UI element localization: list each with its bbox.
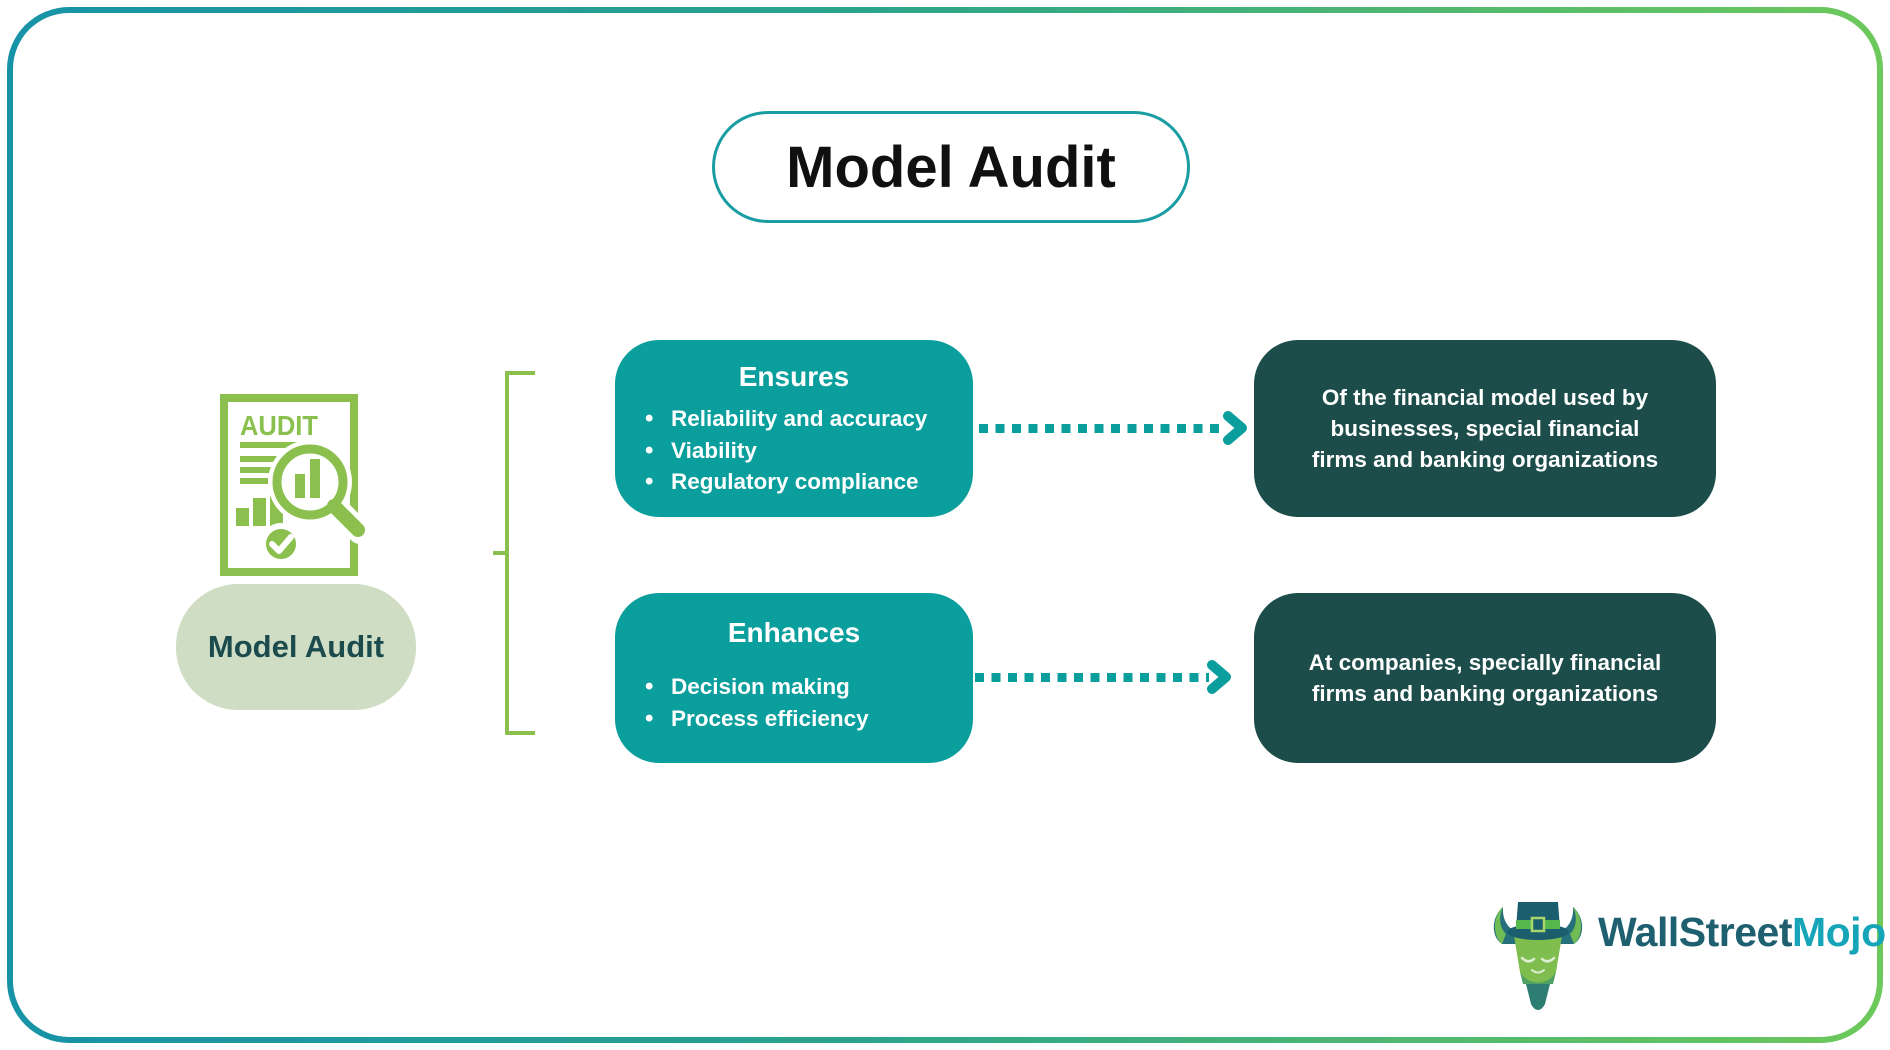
result-text: At companies, specially financial firms …: [1308, 650, 1662, 706]
ensures-box: Ensures Reliability and accuracy Viabili…: [615, 340, 973, 517]
list-item: Process efficiency: [645, 703, 973, 735]
logo-part-wallstreet: WallStreet: [1598, 908, 1792, 955]
page-title: Model Audit: [712, 111, 1190, 223]
bracket: [493, 371, 535, 735]
subject-pill: Model Audit: [176, 584, 416, 710]
dotted-arrow: [975, 660, 1233, 694]
logo-wordmark: WallStreetMojo: [1598, 909, 1886, 956]
wallstreetmojo-logo: WallStreetMojo: [1490, 896, 1886, 1014]
enhances-list: Decision making Process efficiency: [645, 671, 973, 734]
bull-mascot-icon: [1493, 902, 1583, 1010]
arrow-head-icon: [1207, 660, 1231, 694]
arrow-dots: [975, 673, 1209, 682]
enhances-heading: Enhances: [727, 617, 861, 648]
arrow-head-icon: [1223, 411, 1247, 445]
list-item: Reliability and accuracy: [645, 403, 973, 435]
list-item: Viability: [645, 435, 973, 467]
enhances-box: Enhances Decision making Process efficie…: [615, 593, 973, 763]
logo-part-mojo: Mojo: [1791, 908, 1886, 955]
audit-document-icon: AUDIT: [220, 394, 372, 576]
result-box-financial-model: Of the financial model used by businesse…: [1254, 340, 1716, 517]
audit-icon-label: AUDIT: [240, 410, 318, 441]
arrow-dots: [979, 424, 1225, 433]
page-title-label: Model Audit: [786, 134, 1116, 200]
dotted-arrow: [979, 411, 1249, 445]
checkmark-icon: [260, 523, 302, 565]
ensures-list: Reliability and accuracy Viability Regul…: [645, 403, 973, 498]
result-box-companies: At companies, specially financial firms …: [1254, 593, 1716, 763]
magnifier-icon: [268, 440, 372, 544]
subject-label: Model Audit: [207, 629, 385, 664]
ensures-heading: Ensures: [738, 361, 850, 392]
list-item: Regulatory compliance: [645, 466, 973, 498]
list-item: Decision making: [645, 671, 973, 703]
result-text: Of the financial model used by businesse…: [1311, 385, 1659, 472]
